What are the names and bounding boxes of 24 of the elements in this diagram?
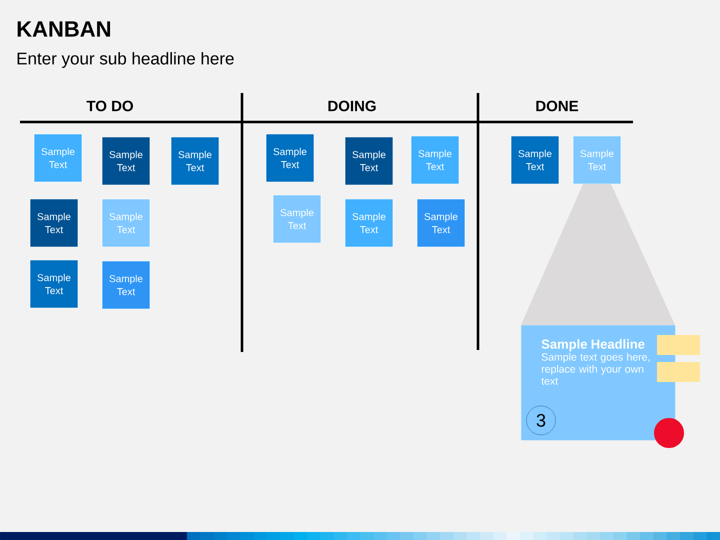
sticky-note: Sample Text [416,198,466,248]
column-heading: DOING [328,100,376,112]
tab-marker [657,362,700,382]
status-dot [654,418,684,448]
column-heading: TO DO [86,100,133,112]
subtitle: Enter your sub headline here [18,52,234,68]
sticky-note: Sample Text [170,136,220,186]
sticky-note: Sample Text [510,136,560,184]
sticky-note: Sample Text [102,136,150,186]
title: KANBAN [18,21,110,37]
sticky-note: Sample Text [34,134,82,182]
sticky-note: Sample Text [102,198,150,248]
sticky-note: Sample Text [344,198,394,248]
sticky-note: Sample Text [572,136,622,184]
sticky-note: Sample Text [344,136,394,186]
sticky-note: Sample Text [272,194,322,244]
sticky-note: Sample Text [410,136,460,184]
sticky-note: Sample Text [30,198,78,248]
column-heading: DONE [536,100,578,112]
zoom-callout [521,184,675,325]
sticky-note: Sample Text [266,134,314,182]
sticky-note: Sample Text [30,260,78,308]
tab-marker [657,335,700,355]
sticky-note: Sample Text [102,260,150,310]
